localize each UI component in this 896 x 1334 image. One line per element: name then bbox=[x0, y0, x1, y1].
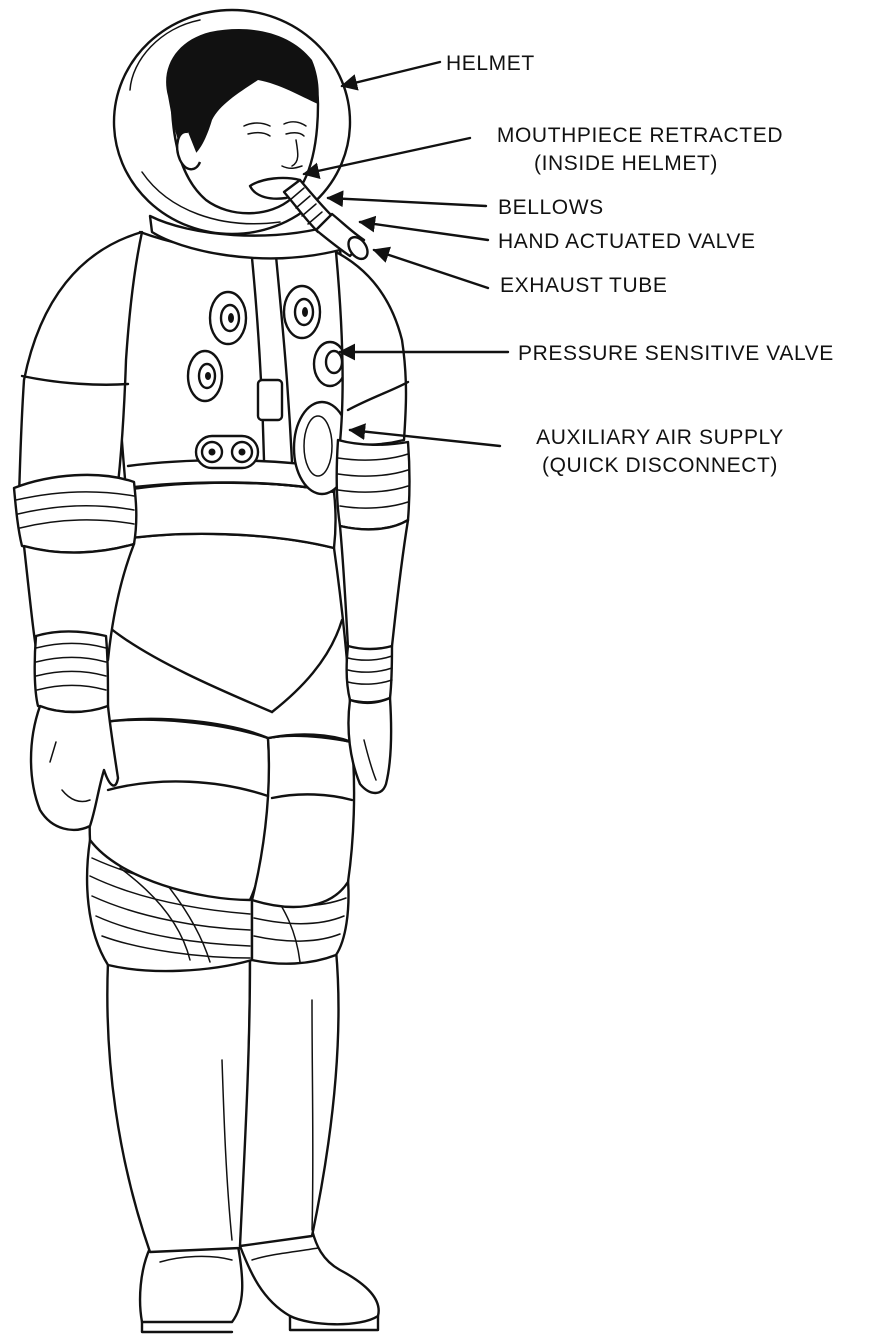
label-mouthpiece-line2: (INSIDE HELMET) bbox=[534, 152, 718, 175]
lower-legs bbox=[107, 950, 338, 1252]
label-bellows: BELLOWS bbox=[498, 196, 604, 219]
label-exhaust-tube: EXHAUST TUBE bbox=[500, 274, 667, 297]
callout-labels: HELMET MOUTHPIECE RETRACTED (INSIDE HELM… bbox=[446, 52, 834, 477]
label-mouthpiece-line1: MOUTHPIECE RETRACTED bbox=[497, 124, 783, 147]
chest bbox=[119, 232, 359, 494]
label-auxiliary-air-supply-line2: (QUICK DISCONNECT) bbox=[542, 454, 778, 477]
torso bbox=[104, 483, 352, 742]
suited-figure-illustration bbox=[14, 10, 410, 1332]
label-helmet: HELMET bbox=[446, 52, 535, 75]
label-auxiliary-air-supply-line1: AUXILIARY AIR SUPPLY bbox=[536, 426, 784, 449]
label-pressure-sensitive-valve: PRESSURE SENSITIVE VALVE bbox=[518, 342, 834, 365]
label-hand-actuated-valve: HAND ACTUATED VALVE bbox=[498, 230, 756, 253]
